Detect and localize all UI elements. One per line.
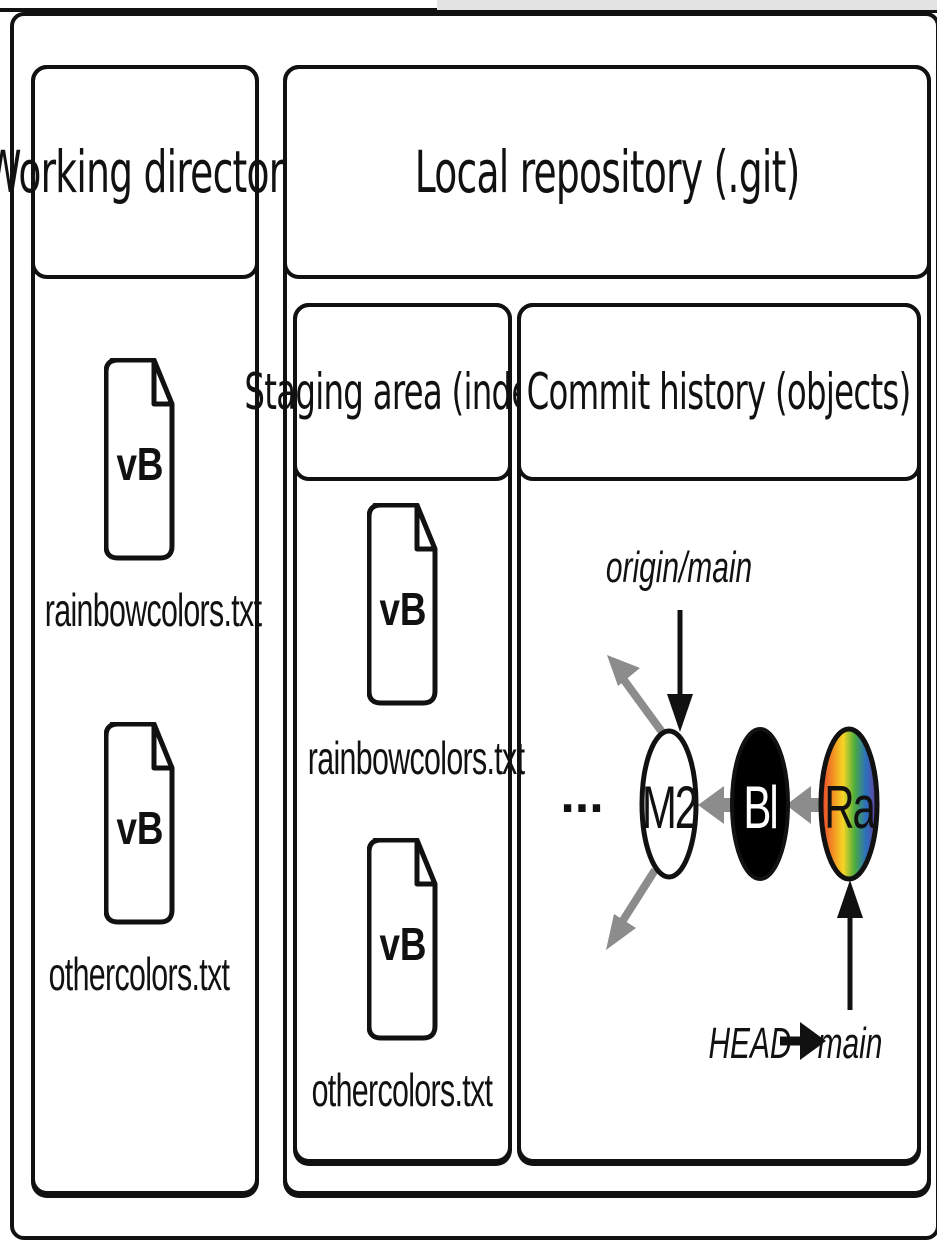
commit-circle (639, 728, 699, 880)
file-version-label: vB (379, 583, 426, 635)
parent-arrowhead (786, 786, 811, 824)
commit-node: Bl (730, 727, 790, 881)
file-name: rainbowcolors.txt (44, 584, 262, 636)
commit-node: M2 (639, 728, 699, 880)
parent-arrows (606, 655, 822, 950)
main-ref: main (818, 1018, 883, 1067)
history-ellipsis: ... (560, 766, 603, 824)
file-name: othercolors.txt (311, 1064, 493, 1116)
file-name: othercolors.txt (48, 948, 230, 1000)
arrowhead (800, 1022, 826, 1060)
file-item: vB rainbowcolors.txt (45, 358, 262, 636)
local-repository-title: Local repository (.git) (414, 138, 800, 206)
file-item: vB othercolors.txt (49, 722, 230, 1000)
commit-history-title: Commit history (objects) (527, 363, 912, 421)
parent-arrowhead (607, 655, 640, 686)
main-arrow (837, 880, 863, 1010)
top-frame-shade (437, 0, 937, 13)
origin-main-arrow (667, 610, 693, 732)
commit-circle (818, 726, 880, 882)
staging-area-title: Staging area (index) (244, 363, 562, 421)
document-icon: vB (367, 838, 438, 1041)
origin-main-ref: origin/main (606, 542, 752, 591)
file-item: vB othercolors.txt (312, 838, 493, 1116)
working-directory-title: Working directory (0, 138, 306, 206)
file-version-label: vB (116, 438, 163, 490)
local-repository-header: Local repository (.git) (283, 65, 931, 279)
arrowhead (667, 694, 693, 732)
working-directory-header: Working directory (0, 65, 306, 279)
document-icon: vB (104, 722, 175, 925)
commit-node: Ra (818, 726, 880, 882)
file-item: vB rainbowcolors.txt (308, 503, 525, 784)
working-directory-panel: Working directory (0, 65, 306, 1195)
file-version-label: vB (116, 802, 163, 854)
document-icon: vB (104, 358, 175, 561)
arrowhead (837, 880, 863, 918)
top-frame-edge (0, 0, 937, 14)
parent-arrowhead (698, 786, 724, 824)
file-name: rainbowcolors.txt (307, 732, 525, 784)
commit-label: Ra (824, 774, 876, 841)
file-version-label: vB (379, 918, 426, 970)
parent-arrow-line (620, 677, 666, 735)
document-icon: vB (367, 503, 438, 706)
head-ref: HEAD (708, 1018, 791, 1067)
parent-arrow-line (618, 867, 659, 925)
commit-circle (730, 727, 790, 881)
commit-label: M2 (642, 774, 697, 841)
parent-arrowhead (606, 914, 636, 950)
commit-label: Bl (743, 774, 776, 841)
head-to-main-arrow (780, 1022, 826, 1060)
staging-area-header: Staging area (index) (245, 303, 561, 481)
commit-history-header: Commit history (objects) (517, 303, 921, 481)
